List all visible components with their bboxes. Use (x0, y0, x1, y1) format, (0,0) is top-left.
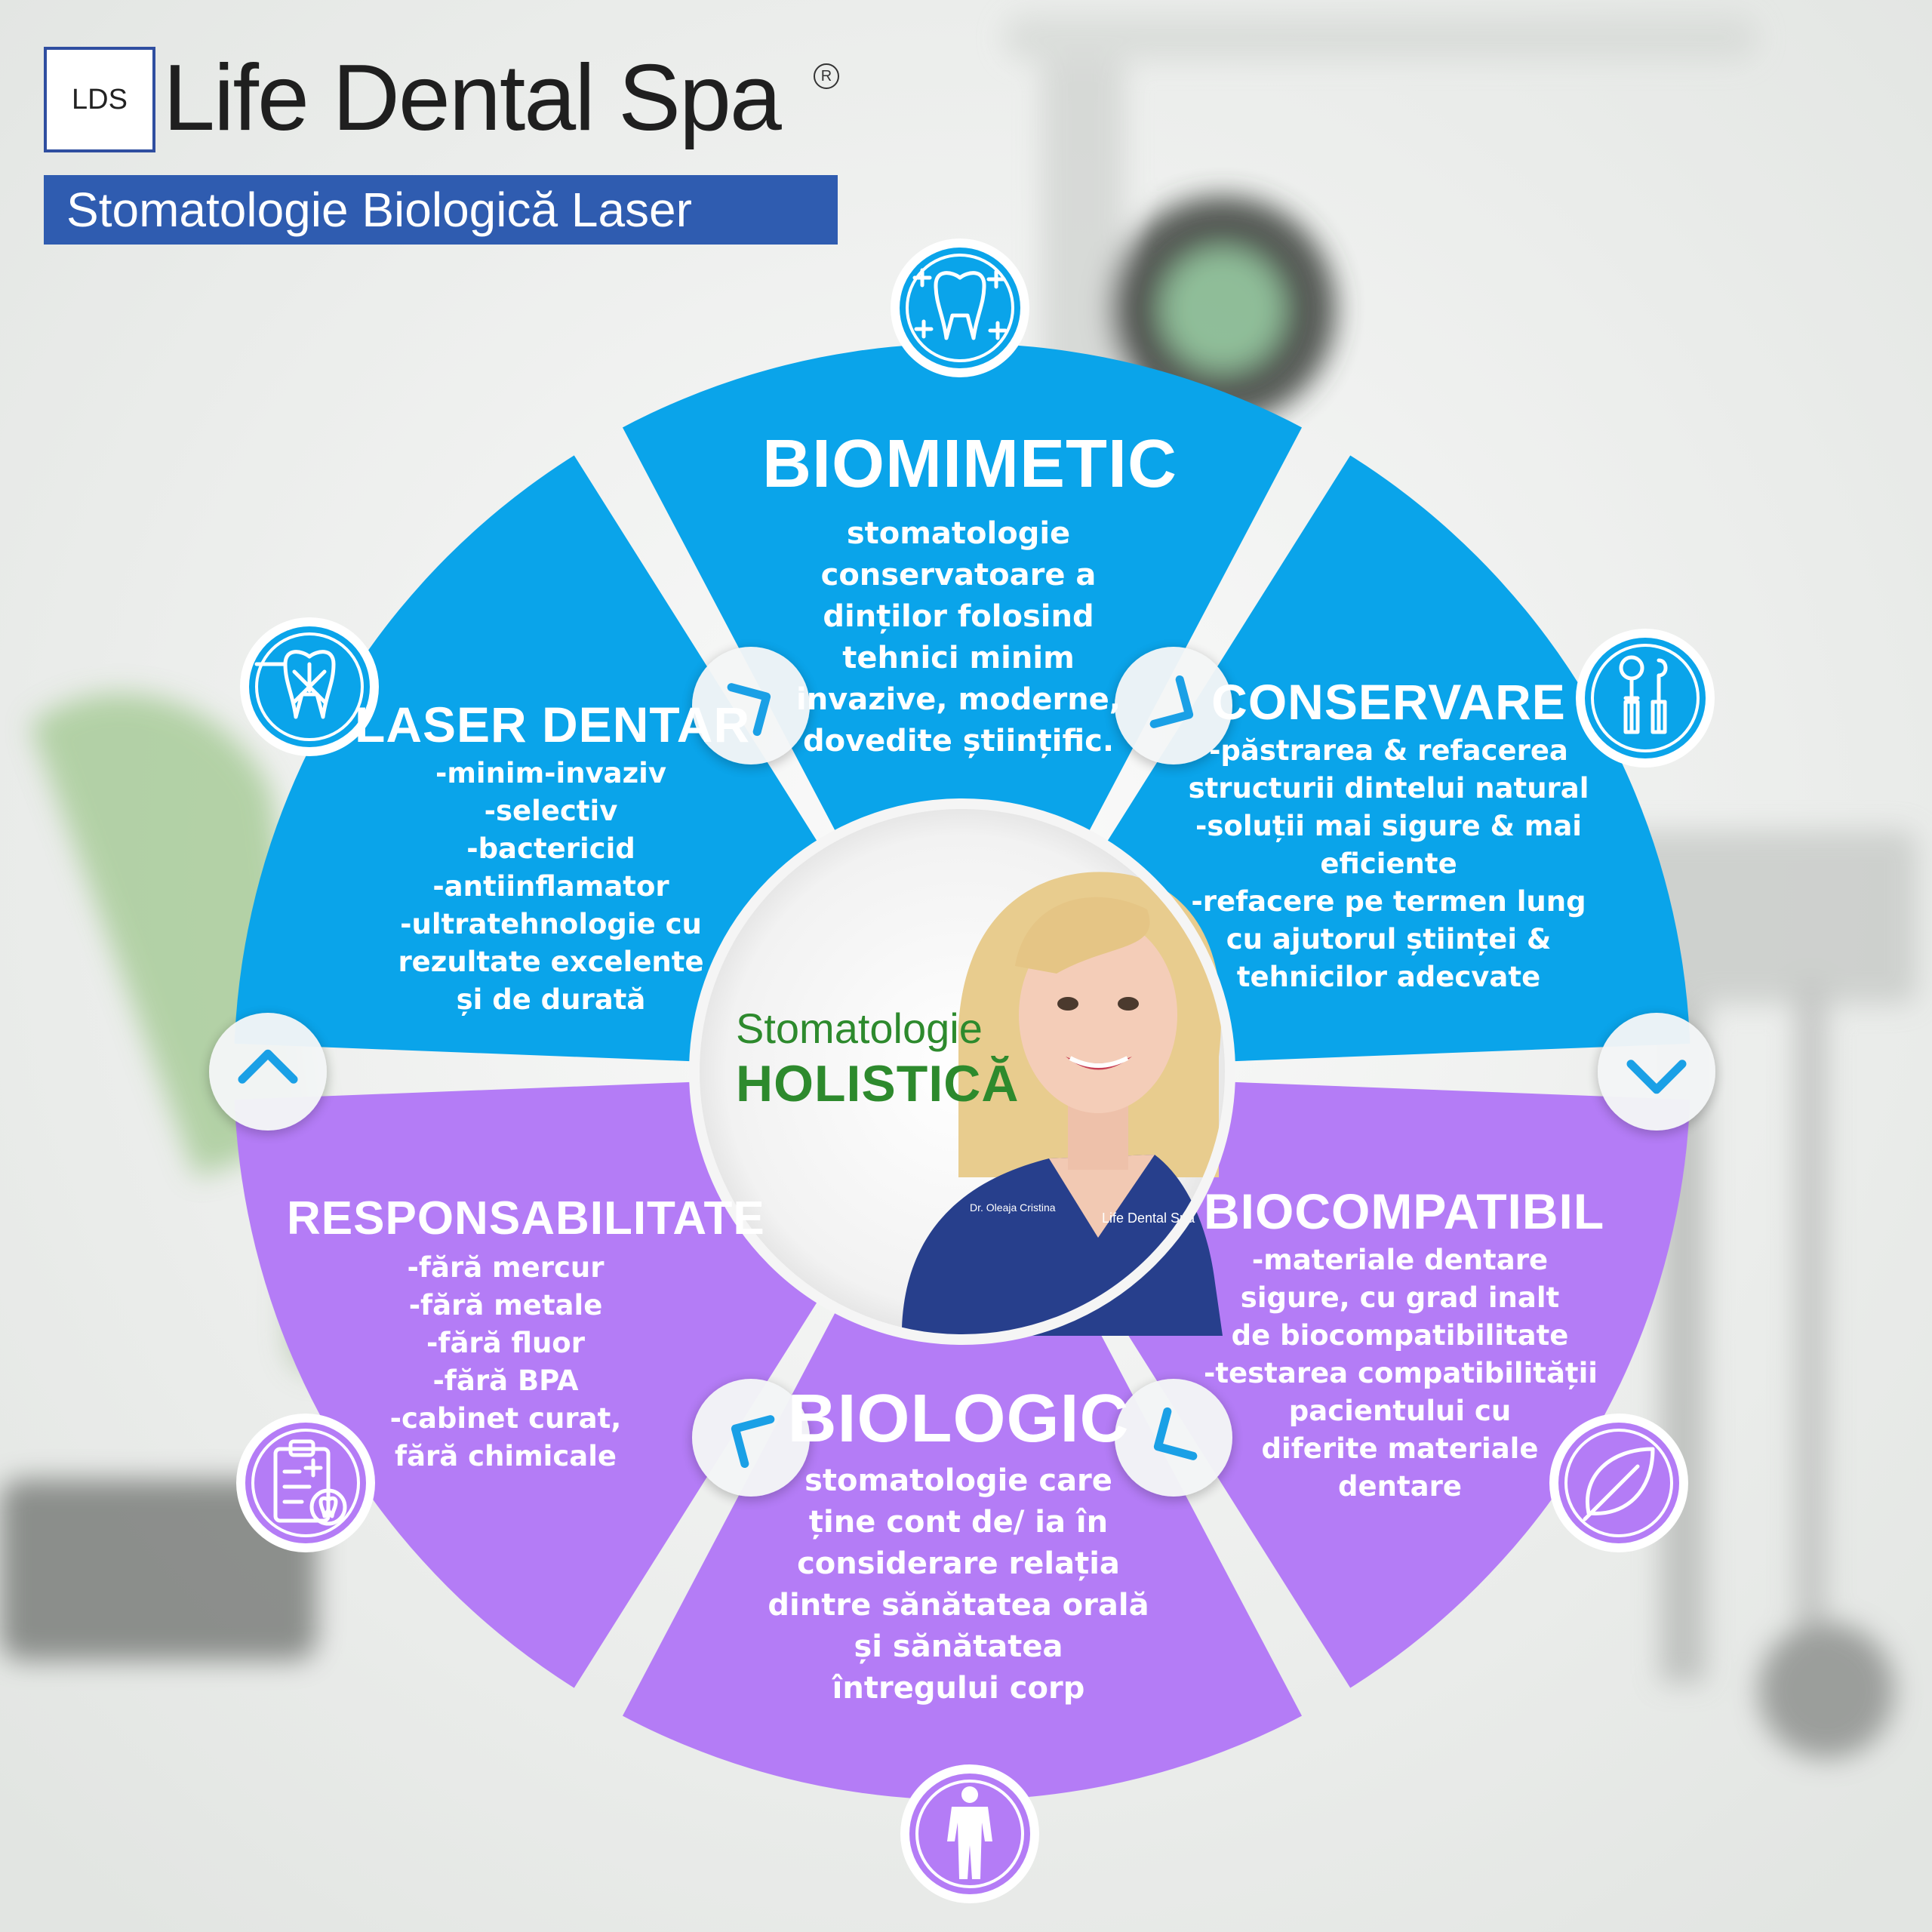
segment-line: considerare relația (797, 1546, 1120, 1581)
segment-biomimetic: BIOMIMETIC stomatologie conservatoare a … (762, 423, 1177, 762)
segment-line: sigure, cu grad inalt (1240, 1281, 1560, 1314)
chevron-icon (727, 683, 771, 737)
connector-knob-bottom-left (692, 1378, 810, 1497)
segment-body: stomatologie care ține cont de/ ia în co… (762, 1460, 1155, 1709)
segment-line: și de durată (456, 983, 646, 1016)
segment-body: -minim-invaziv -selectiv -bactericid -an… (355, 755, 747, 1019)
segment-laser-dentar: LASER DENTAR -minim-invaziv -selectiv -b… (355, 694, 751, 1019)
segment-conservare: CONSERVARE -păstrarea & refacerea struct… (1185, 672, 1592, 996)
sparkling-tooth-icon (891, 238, 1029, 377)
segment-line: și sănătatea (854, 1629, 1063, 1664)
segment-line: dovedite științific. (802, 724, 1115, 758)
segment-line: de biocompatibilitate (1231, 1319, 1569, 1352)
segment-line: ține cont de/ ia în (808, 1505, 1109, 1540)
segment-line: rezultate excelente (398, 946, 704, 978)
clipboard-tooth-icon (236, 1414, 375, 1552)
segment-line: -testarea compatibilității (1204, 1357, 1598, 1389)
segment-title: LASER DENTAR (355, 697, 751, 752)
segment-title: RESPONSABILITATE (287, 1192, 765, 1244)
segment-line: -fără mercur (407, 1251, 605, 1284)
connector-knob-top-right (1115, 647, 1232, 765)
segment-line: conservatoare a (820, 558, 1097, 592)
segment-line: eficiente (1320, 848, 1457, 880)
segment-body: -păstrarea & refacerea structurii dintel… (1185, 732, 1592, 996)
segment-line: întregului corp (832, 1671, 1085, 1706)
chevron-icon (1153, 1407, 1198, 1460)
logo-mark: LDS (72, 83, 128, 115)
segment-line: -păstrarea & refacerea (1209, 734, 1568, 767)
badge-brand: Life Dental Spa (1102, 1211, 1195, 1226)
dental-tools-icon (1576, 629, 1715, 768)
leaf-icon (1549, 1414, 1688, 1552)
segment-line: -bactericid (466, 832, 635, 865)
segment-title: BIOCOMPATIBIL (1204, 1183, 1605, 1239)
segment-body: stomatologie conservatoare a dinților fo… (762, 513, 1155, 762)
chevron-icon (1626, 1060, 1687, 1094)
segment-line: -refacere pe termen lung (1191, 885, 1586, 918)
segment-line: invazive, moderne, (795, 682, 1121, 717)
segment-responsabilitate: RESPONSABILITATE -fără mercur -fără meta… (287, 1189, 765, 1475)
brand-name: Life Dental Spa (163, 46, 782, 150)
chevron-icon (731, 1415, 775, 1469)
segment-body: -fără mercur -fără metale -fără fluor -f… (287, 1249, 724, 1475)
segment-title: BIOLOGIC (787, 1381, 1130, 1457)
lds-logo: LDS (44, 47, 155, 152)
segment-shape-biocompatibil (1105, 1081, 1690, 1714)
tagline-banner: Stomatologie Biologică Laser (44, 175, 838, 245)
segment-biocompatibil: BIOCOMPATIBIL -materiale dentare sigure,… (1204, 1181, 1605, 1506)
segment-line: -cabinet curat, (389, 1402, 622, 1435)
segment-line: dintre sănătatea orală (768, 1588, 1149, 1623)
segment-line: -fără metale (408, 1289, 603, 1321)
doctor-portrait: Dr. Oleaja Cristina Life Dental Spa (902, 872, 1223, 1336)
segment-title: CONSERVARE (1211, 674, 1566, 730)
chevron-icon (238, 1049, 298, 1084)
segment-shape-laser (234, 429, 820, 1062)
segment-line: stomatologie care (804, 1463, 1112, 1498)
segment-line: -antiinflamator (432, 870, 669, 903)
chevron-icon (1149, 675, 1194, 728)
segment-line: -minim-invaziv (435, 757, 666, 789)
segment-line: structurii dintelui natural (1188, 772, 1589, 804)
segment-line: stomatologie (846, 516, 1071, 551)
segment-line: dinților folosind (823, 599, 1094, 634)
segment-line: -fără BPA (432, 1364, 579, 1397)
segment-line: diferite materiale (1261, 1432, 1539, 1465)
human-body-icon (900, 1764, 1039, 1903)
segment-title: BIOMIMETIC (762, 426, 1177, 502)
registered-mark: R (814, 63, 839, 89)
segment-line: fără chimicale (394, 1440, 617, 1472)
segment-line: -fără fluor (426, 1327, 585, 1359)
segment-line: pacientului cu (1288, 1395, 1512, 1427)
connector-knob-top-left (692, 647, 810, 765)
segment-line: dentare (1338, 1470, 1462, 1503)
segment-line: tehnici minim (842, 641, 1075, 675)
segment-line: cu ajutorul științei & (1226, 923, 1552, 955)
center-label: Stomatologie HOLISTICĂ (736, 1004, 1019, 1114)
connector-knob-bottom-right (1115, 1378, 1232, 1497)
segment-body: -materiale dentare sigure, cu grad inalt… (1204, 1241, 1598, 1506)
center-label-line2: HOLISTICĂ (736, 1055, 1020, 1112)
segment-line: tehnicilor adecvate (1236, 961, 1541, 993)
badge-name: Dr. Oleaja Cristina (970, 1201, 1056, 1214)
segment-line: -selectiv (484, 795, 618, 827)
segment-line: -materiale dentare (1251, 1244, 1549, 1276)
segment-line: -soluții mai sigure & mai (1195, 810, 1582, 842)
laser-tooth-icon (240, 617, 379, 756)
center-label-line1: Stomatologie (736, 1004, 983, 1052)
segment-shape-responsabilitate (234, 1081, 820, 1714)
connector-knob-right (1598, 1013, 1715, 1131)
segment-shape-conservare (1105, 429, 1690, 1062)
segment-line: -ultratehnologie cu (400, 908, 702, 940)
segment-biologic: BIOLOGIC stomatologie care ține cont de/… (762, 1377, 1155, 1709)
connector-knob-left (209, 1013, 327, 1131)
